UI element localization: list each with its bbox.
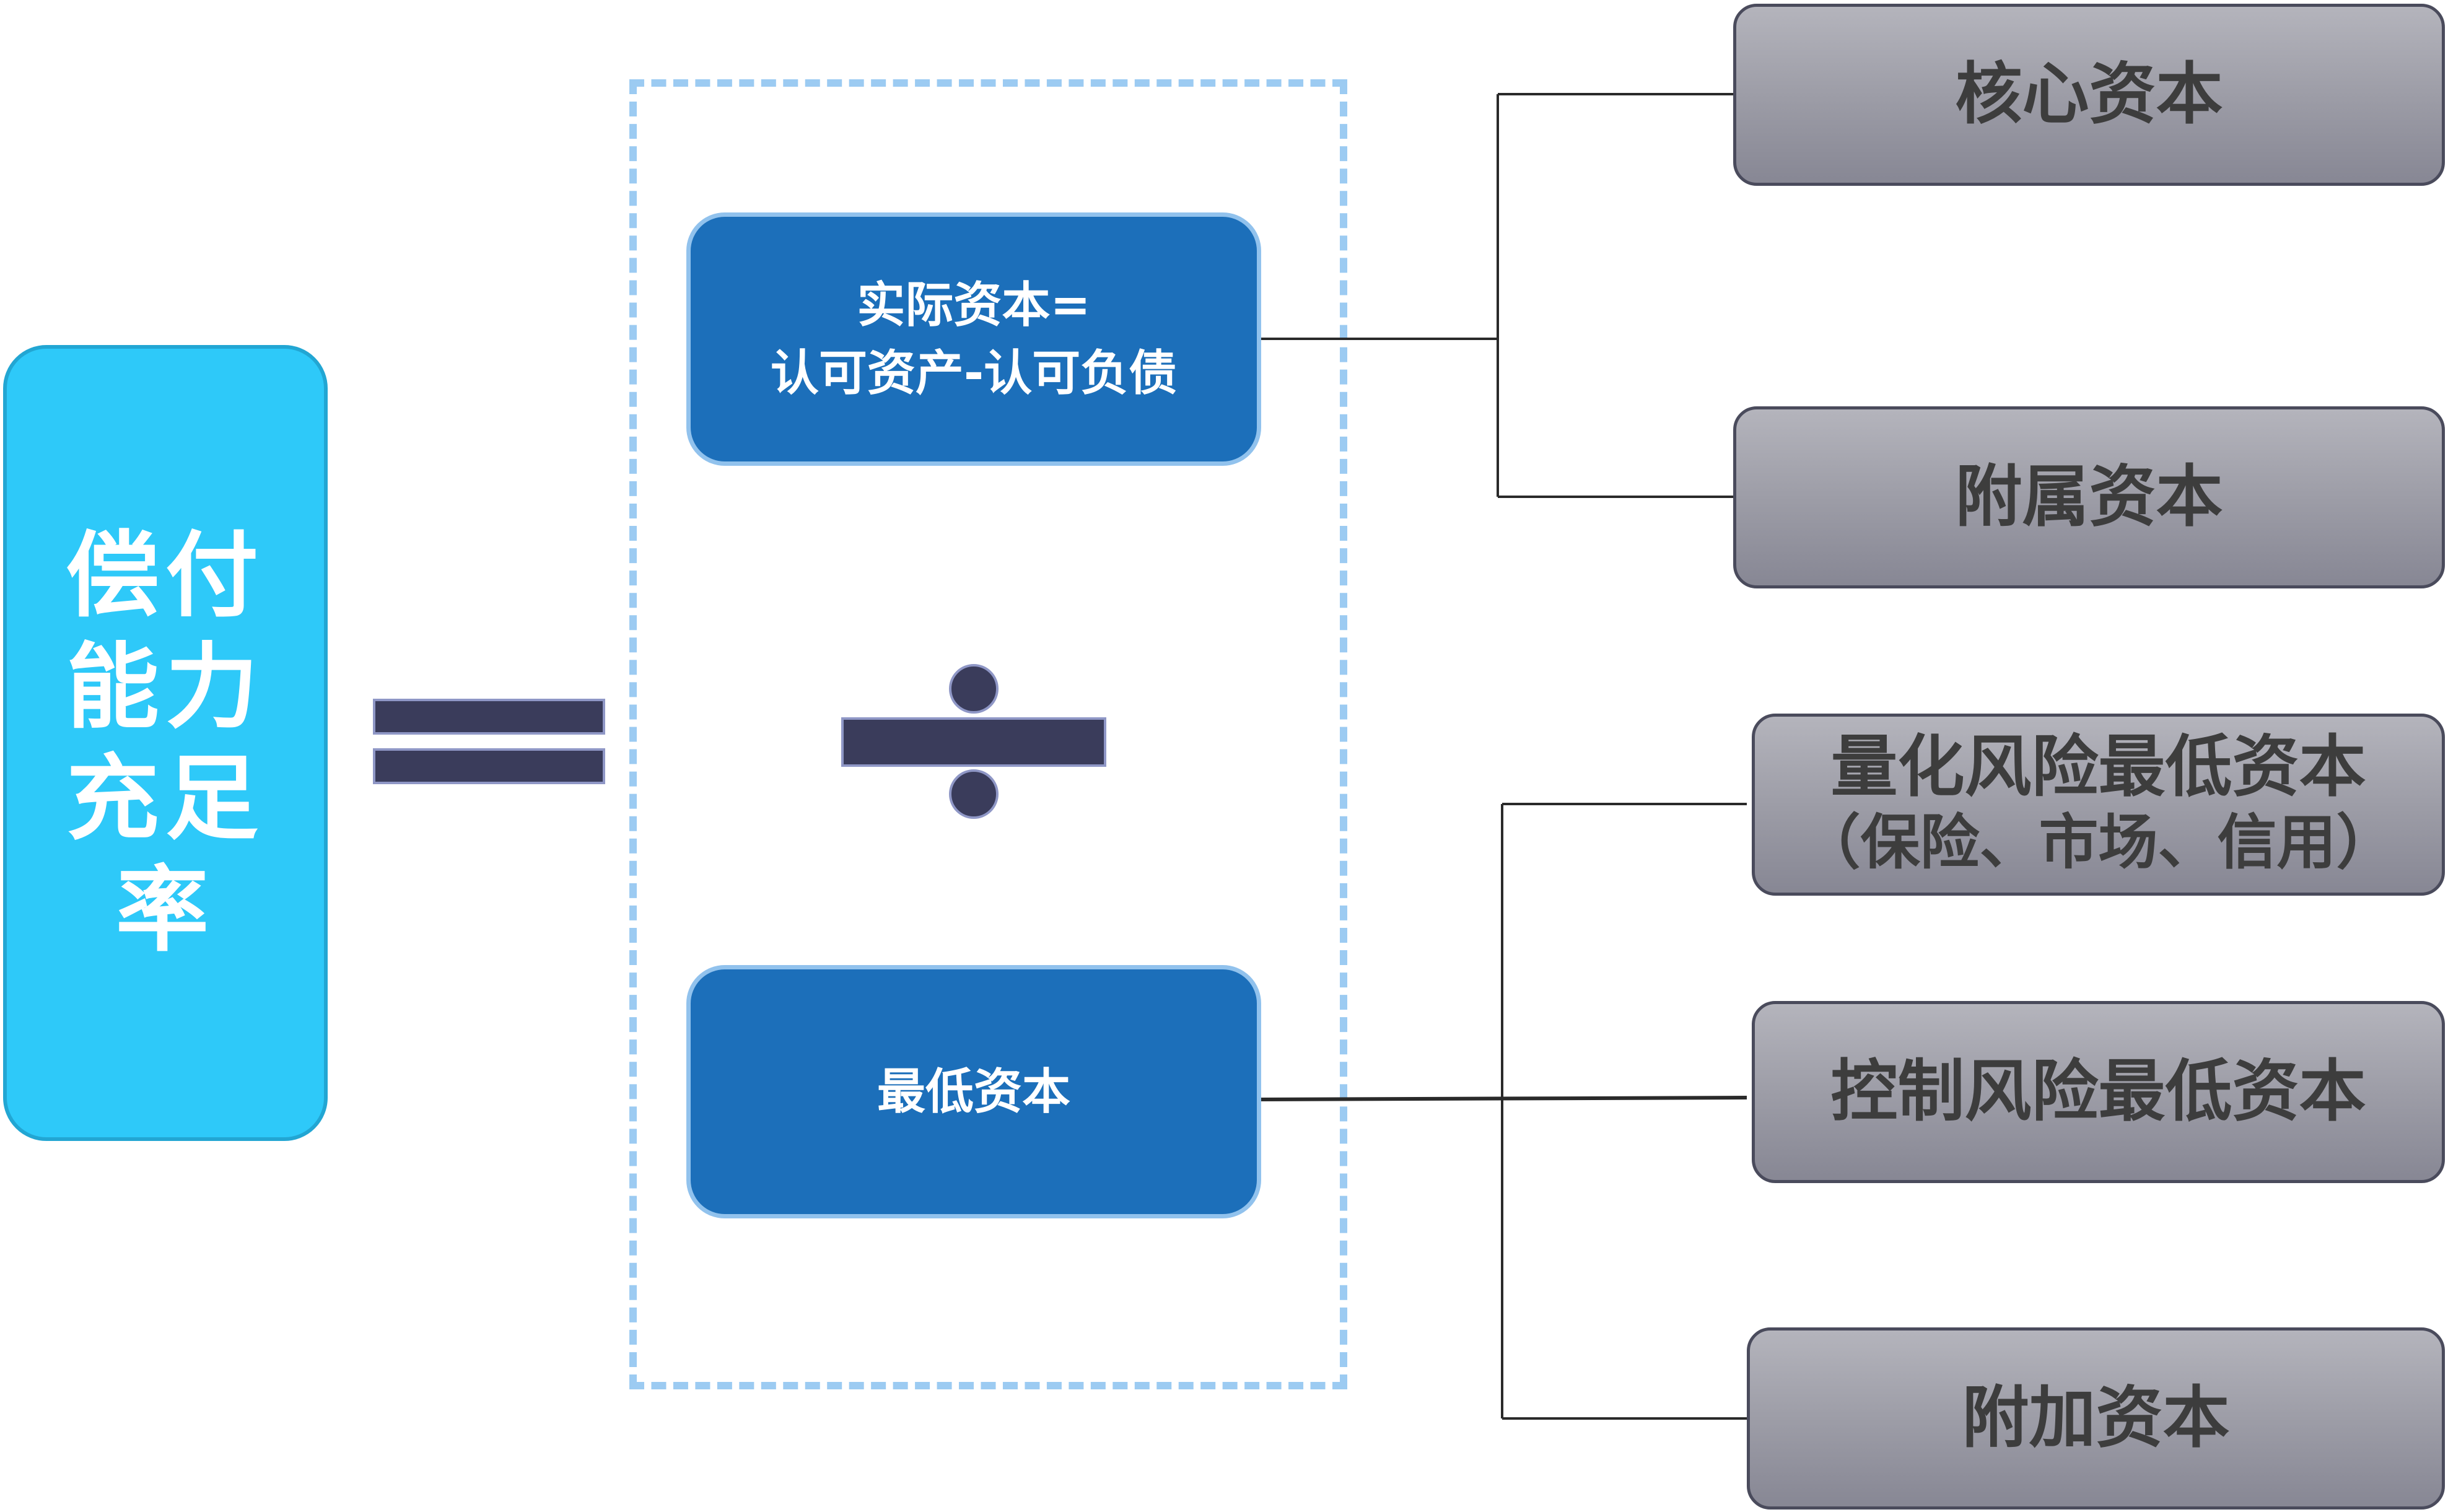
actual-capital-line2: 认可资产-认可负债 [770,345,1178,401]
quantified-risk-box: 量化风险最低资本 （保险、市场、信用） [1752,714,2445,896]
formula-frame [629,79,1347,1389]
quantified-risk-note: （保险、市场、信用） [1801,808,2396,877]
minimum-capital-connector [1261,1096,1747,1101]
solvency-ratio-box: 偿付能力充足率 [3,345,328,1141]
additional-capital-label: 附加资本 [1962,1379,2230,1457]
core-capital-box: 核心资本 [1733,4,2445,186]
divide-bar [841,717,1106,767]
equals-bar-bottom [373,748,605,784]
control-risk-label: 控制风险最低资本 [1830,1053,2366,1130]
divide-dot-bottom [949,769,999,819]
minimum-capital-label: 最低资本 [876,1064,1070,1120]
core-capital-label: 核心资本 [1955,56,2223,133]
minimum-capital-box: 最低资本 [686,965,1261,1218]
additional-capital-box: 附加资本 [1747,1327,2445,1510]
supplementary-capital-box: 附属资本 [1733,406,2445,588]
equals-bar-top [373,699,605,735]
quantified-risk-label: 量化风险最低资本 [1830,728,2366,806]
actual-capital-line1: 实际资本= [857,277,1091,333]
supplementary-capital-label: 附属资本 [1955,458,2223,536]
divide-dot-top [949,664,999,714]
control-risk-box: 控制风险最低资本 [1752,1001,2445,1183]
solvency-ratio-label: 偿付能力充足率 [66,522,264,964]
actual-capital-box: 实际资本= 认可资产-认可负债 [686,212,1261,466]
